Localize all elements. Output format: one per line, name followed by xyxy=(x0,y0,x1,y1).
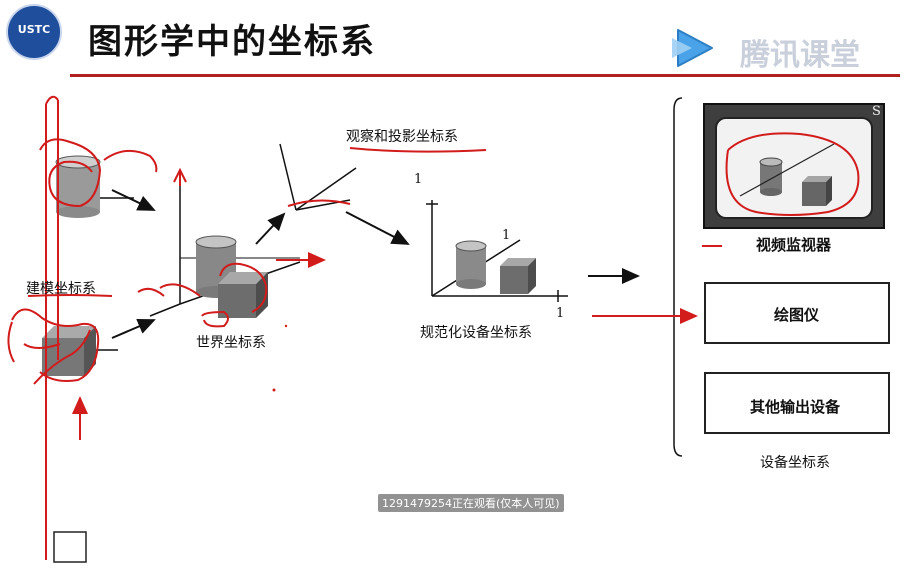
brand-name: 腾讯课堂 xyxy=(740,38,860,73)
device-coords-label: 设备坐标系 xyxy=(760,455,830,471)
slide-title: 图形学中的坐标系 xyxy=(88,22,376,62)
model-cylinder xyxy=(55,155,101,218)
title-underline xyxy=(70,74,900,77)
ndc-tick-y: 1 xyxy=(414,172,423,187)
monitor-corner-mark: S xyxy=(872,104,881,119)
modeling-coords-label: 建模坐标系 xyxy=(26,281,96,297)
ndc-tick-x: 1 xyxy=(556,306,565,321)
ndc-axes xyxy=(426,200,568,302)
ndc-cube xyxy=(500,258,536,294)
plotter-label: 绘图仪 xyxy=(774,306,820,324)
logo-text: USTC xyxy=(17,23,51,36)
ndc-tick-z: 1 xyxy=(502,228,511,243)
other-devices-label: 其他输出设备 xyxy=(750,398,841,416)
red-annotations xyxy=(7,95,869,563)
play-icon xyxy=(672,29,713,67)
ustc-logo: USTC xyxy=(6,4,62,60)
world-coords-label: 世界坐标系 xyxy=(196,335,266,351)
ndc-coords-label: 规范化设备坐标系 xyxy=(420,325,532,341)
viewing-coords-label: 观察和投影坐标系 xyxy=(346,129,458,145)
monitor-label: 视频监视器 xyxy=(756,236,832,254)
world-cube xyxy=(218,272,268,318)
plotter-box: 绘图仪 xyxy=(704,282,890,344)
viewer-watermark: 1291479254正在观看(仅本人可见) xyxy=(378,494,564,512)
ndc-cylinder xyxy=(455,240,487,289)
other-devices-box: 其他输出设备 xyxy=(704,372,890,434)
